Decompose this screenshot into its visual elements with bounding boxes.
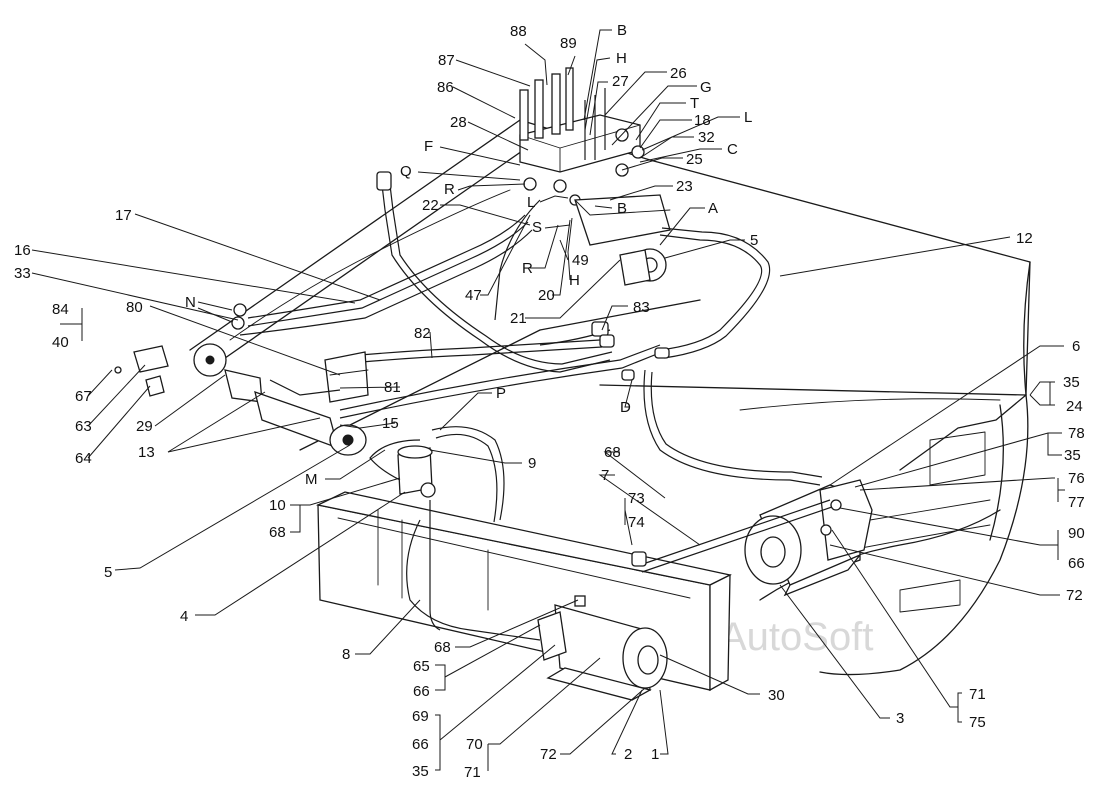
callout-68: 68 [604,444,621,461]
callout-76: 76 [1068,470,1085,487]
callout-33: 33 [14,265,31,282]
loose-parts [114,345,169,397]
callout-15: 15 [382,415,399,432]
callout-29: 29 [136,418,153,435]
callout-35: 35 [1064,447,1081,464]
callout-18: 18 [694,112,711,129]
steering-cylinder [193,343,369,456]
callout-63: 63 [75,418,92,435]
callout-R: R [522,260,533,277]
callout-72: 72 [540,746,557,763]
callout-26: 26 [670,65,687,82]
callout-68: 68 [269,524,286,541]
callout-81: 81 [384,379,401,396]
callout-89: 89 [560,35,577,52]
callout-5: 5 [104,564,112,581]
callout-L: L [744,109,752,126]
callout-3: 3 [896,710,904,727]
callout-6: 6 [1072,338,1080,355]
callout-B: B [617,200,627,217]
callout-83: 83 [633,299,650,316]
callout-H: H [569,272,580,289]
callout-35: 35 [412,763,429,780]
pump-assembly [574,194,671,286]
callout-2: 2 [624,746,632,763]
callout-24: 24 [1066,398,1083,415]
callout-4: 4 [180,608,188,625]
callout-F: F [424,138,433,155]
callout-16: 16 [14,242,31,259]
callout-G: G [700,79,712,96]
leader-lines [31,29,1065,771]
callout-84: 84 [52,301,69,318]
callout-22: 22 [422,197,439,214]
callout-N: N [185,294,196,311]
callout-80: 80 [126,299,143,316]
electric-pump-rear [639,479,873,597]
callout-73: 73 [628,490,645,507]
callout-64: 64 [75,450,92,467]
callout-1: 1 [651,746,659,763]
callout-17: 17 [115,207,132,224]
callout-67: 67 [75,388,92,405]
callout-35: 35 [1063,374,1080,391]
callout-88: 88 [510,23,527,40]
callout-28: 28 [450,114,467,131]
callout-D: D [620,399,631,416]
callout-13: 13 [138,444,155,461]
callout-87: 87 [438,52,455,69]
callout-72: 72 [1066,587,1083,604]
callout-P: P [496,385,506,402]
callout-23: 23 [676,178,693,195]
callout-75: 75 [969,714,986,731]
callout-66: 66 [1068,555,1085,572]
callout-71: 71 [464,764,481,781]
callout-30: 30 [768,687,785,704]
callout-69: 69 [412,708,429,725]
callout-47: 47 [465,287,482,304]
callout-Q: Q [400,163,412,180]
callout-86: 86 [437,79,454,96]
callout-S: S [532,219,542,236]
callout-20: 20 [538,287,555,304]
callout-78: 78 [1068,425,1085,442]
callout-21: 21 [510,310,527,327]
callout-77: 77 [1068,494,1085,511]
callout-5: 5 [750,232,758,249]
callout-65: 65 [413,658,430,675]
callout-90: 90 [1068,525,1085,542]
hydraulic-pipes [239,171,823,486]
callout-A: A [708,200,718,217]
callout-10: 10 [269,497,286,514]
callout-25: 25 [686,151,703,168]
control-valve-bank [519,67,645,206]
oil-reservoir [369,426,505,523]
callout-71: 71 [969,686,986,703]
callout-T: T [690,95,699,112]
callout-66: 66 [413,683,430,700]
callout-R: R [444,181,455,198]
callout-B: B [617,22,627,39]
callout-7: 7 [601,467,609,484]
callout-68: 68 [434,639,451,656]
callout-12: 12 [1016,230,1033,247]
callout-H: H [616,50,627,67]
callout-9: 9 [528,455,536,472]
callout-70: 70 [466,736,483,753]
callout-40: 40 [52,334,69,351]
callout-49: 49 [572,252,589,269]
callout-32: 32 [698,129,715,146]
callout-8: 8 [342,646,350,663]
callout-27: 27 [612,73,629,90]
callout-66: 66 [412,736,429,753]
callout-74: 74 [628,514,645,531]
callout-82: 82 [414,325,431,342]
callout-C: C [727,141,738,158]
watermark: AutoSoft [720,615,873,659]
callout-M: M [305,471,318,488]
callout-L: L [527,194,535,211]
